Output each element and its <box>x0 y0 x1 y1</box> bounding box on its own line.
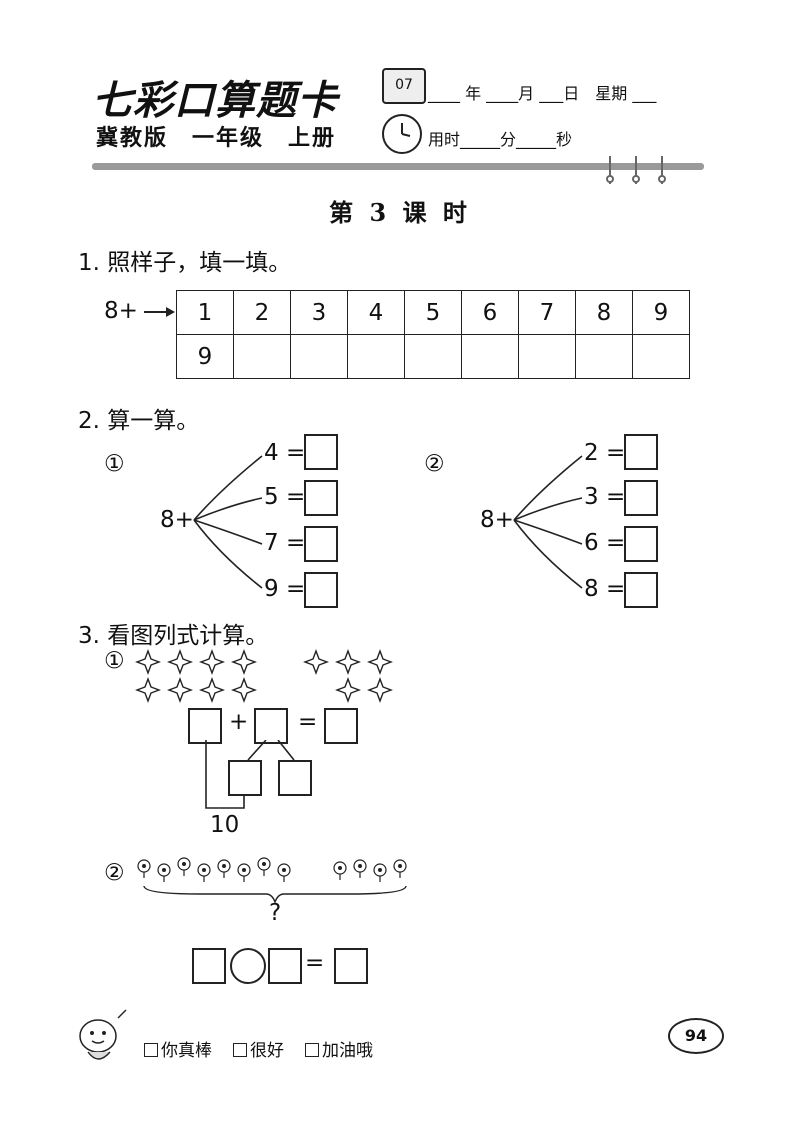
q2-addend: 2 = <box>584 440 626 466</box>
divider-rings-icon <box>606 156 666 184</box>
q3-expr-box[interactable] <box>268 948 302 984</box>
arrow-icon <box>144 307 175 317</box>
q3-split-box[interactable] <box>278 760 312 796</box>
q1-top-cell: 1 <box>176 290 234 335</box>
clock-icon <box>382 114 422 154</box>
mascot-icon <box>79 1009 127 1060</box>
q2-addend: 8 = <box>584 576 626 602</box>
q1-answer-cell: 9 <box>176 334 234 379</box>
q1-top-cell: 4 <box>347 290 405 335</box>
question-mark: ? <box>269 900 282 926</box>
q1-answer-cell[interactable] <box>404 334 462 379</box>
q1-top-cell: 6 <box>461 290 519 335</box>
q2-addend: 6 = <box>584 530 626 556</box>
q1-answer-cell[interactable] <box>575 334 633 379</box>
equals-sign: = <box>298 709 318 735</box>
q1-answer-cell[interactable] <box>461 334 519 379</box>
q3-marker-2: ② <box>104 860 125 886</box>
q3-marker-1: ① <box>104 648 125 674</box>
q2-addend: 7 = <box>264 530 306 556</box>
q2-addend: 9 = <box>264 576 306 602</box>
q1-prefix: 8+ <box>104 298 138 324</box>
header-divider <box>92 163 704 170</box>
star-icon <box>136 650 392 702</box>
q2-marker-2: ② <box>424 451 445 477</box>
q1-answer-cell[interactable] <box>518 334 576 379</box>
q2-addend: 3 = <box>584 484 626 510</box>
q2-addend: 4 = <box>264 440 306 466</box>
flower-group <box>137 857 407 904</box>
q2-answer-box[interactable] <box>624 434 658 470</box>
rating-option[interactable]: 你真棒 <box>144 1036 212 1061</box>
rating-option[interactable]: 很好 <box>233 1036 284 1061</box>
flower-icon <box>137 857 407 883</box>
q1-top-cell: 3 <box>290 290 348 335</box>
operator-circle[interactable] <box>230 948 266 984</box>
q2-heading: 2. 算一算。 <box>78 408 200 434</box>
q1-heading: 1. 照样子，填一填。 <box>78 250 292 276</box>
q1-answer-cell[interactable] <box>632 334 690 379</box>
edition-label: 冀教版 一年级 上册 <box>96 126 337 151</box>
plus-sign: + <box>229 709 249 735</box>
q3-sum-box[interactable] <box>324 708 358 744</box>
q1-answer-cell[interactable] <box>347 334 405 379</box>
brand-title: 七彩口算题卡 <box>92 77 338 124</box>
q2-marker-1: ① <box>104 451 125 477</box>
page-number: 94 <box>668 1018 724 1054</box>
q1-top-cell: 8 <box>575 290 633 335</box>
ten-label: 10 <box>210 812 240 838</box>
q1-table: 1 2 3 4 5 6 7 8 9 9 <box>176 290 690 379</box>
q2-answer-box[interactable] <box>304 526 338 562</box>
q2-answer-box[interactable] <box>624 572 658 608</box>
star-group <box>136 650 392 702</box>
rating-option[interactable]: 加油哦 <box>305 1036 373 1061</box>
decompose-lines <box>205 740 295 809</box>
q2-answer-box[interactable] <box>304 434 338 470</box>
lesson-title: 第 3 课 时 <box>329 198 471 227</box>
q1-top-cell: 2 <box>233 290 291 335</box>
q2-base-1: 8+ <box>160 507 194 533</box>
q3-expr-result-box[interactable] <box>334 948 368 984</box>
q3-split-box[interactable] <box>228 760 262 796</box>
q2-addend: 5 = <box>264 484 306 510</box>
q3-addend-box[interactable] <box>188 708 222 744</box>
q1-top-cell: 7 <box>518 290 576 335</box>
q1-top-cell: 9 <box>632 290 690 335</box>
date-line: ____ 年 ____月 ___日 星期 ___ <box>428 84 657 103</box>
checkbox-icon <box>305 1043 319 1057</box>
q3-addend-box[interactable] <box>254 708 288 744</box>
q2-branch-lines-1 <box>193 455 263 589</box>
q1-top-cell: 5 <box>404 290 462 335</box>
calendar-icon: 07 <box>382 68 426 104</box>
checkbox-icon <box>144 1043 158 1057</box>
q3-heading: 3. 看图列式计算。 <box>78 623 269 649</box>
q2-branch-lines-2 <box>513 455 583 589</box>
equals-sign: = <box>305 950 325 976</box>
q3-expr-box[interactable] <box>192 948 226 984</box>
q2-answer-box[interactable] <box>624 480 658 516</box>
checkbox-icon <box>233 1043 247 1057</box>
q2-base-2: 8+ <box>480 507 514 533</box>
q2-answer-box[interactable] <box>304 572 338 608</box>
time-line: 用时_____分_____秒 <box>428 130 573 149</box>
q1-answer-cell[interactable] <box>290 334 348 379</box>
q2-answer-box[interactable] <box>304 480 338 516</box>
q2-answer-box[interactable] <box>624 526 658 562</box>
q1-answer-cell[interactable] <box>233 334 291 379</box>
